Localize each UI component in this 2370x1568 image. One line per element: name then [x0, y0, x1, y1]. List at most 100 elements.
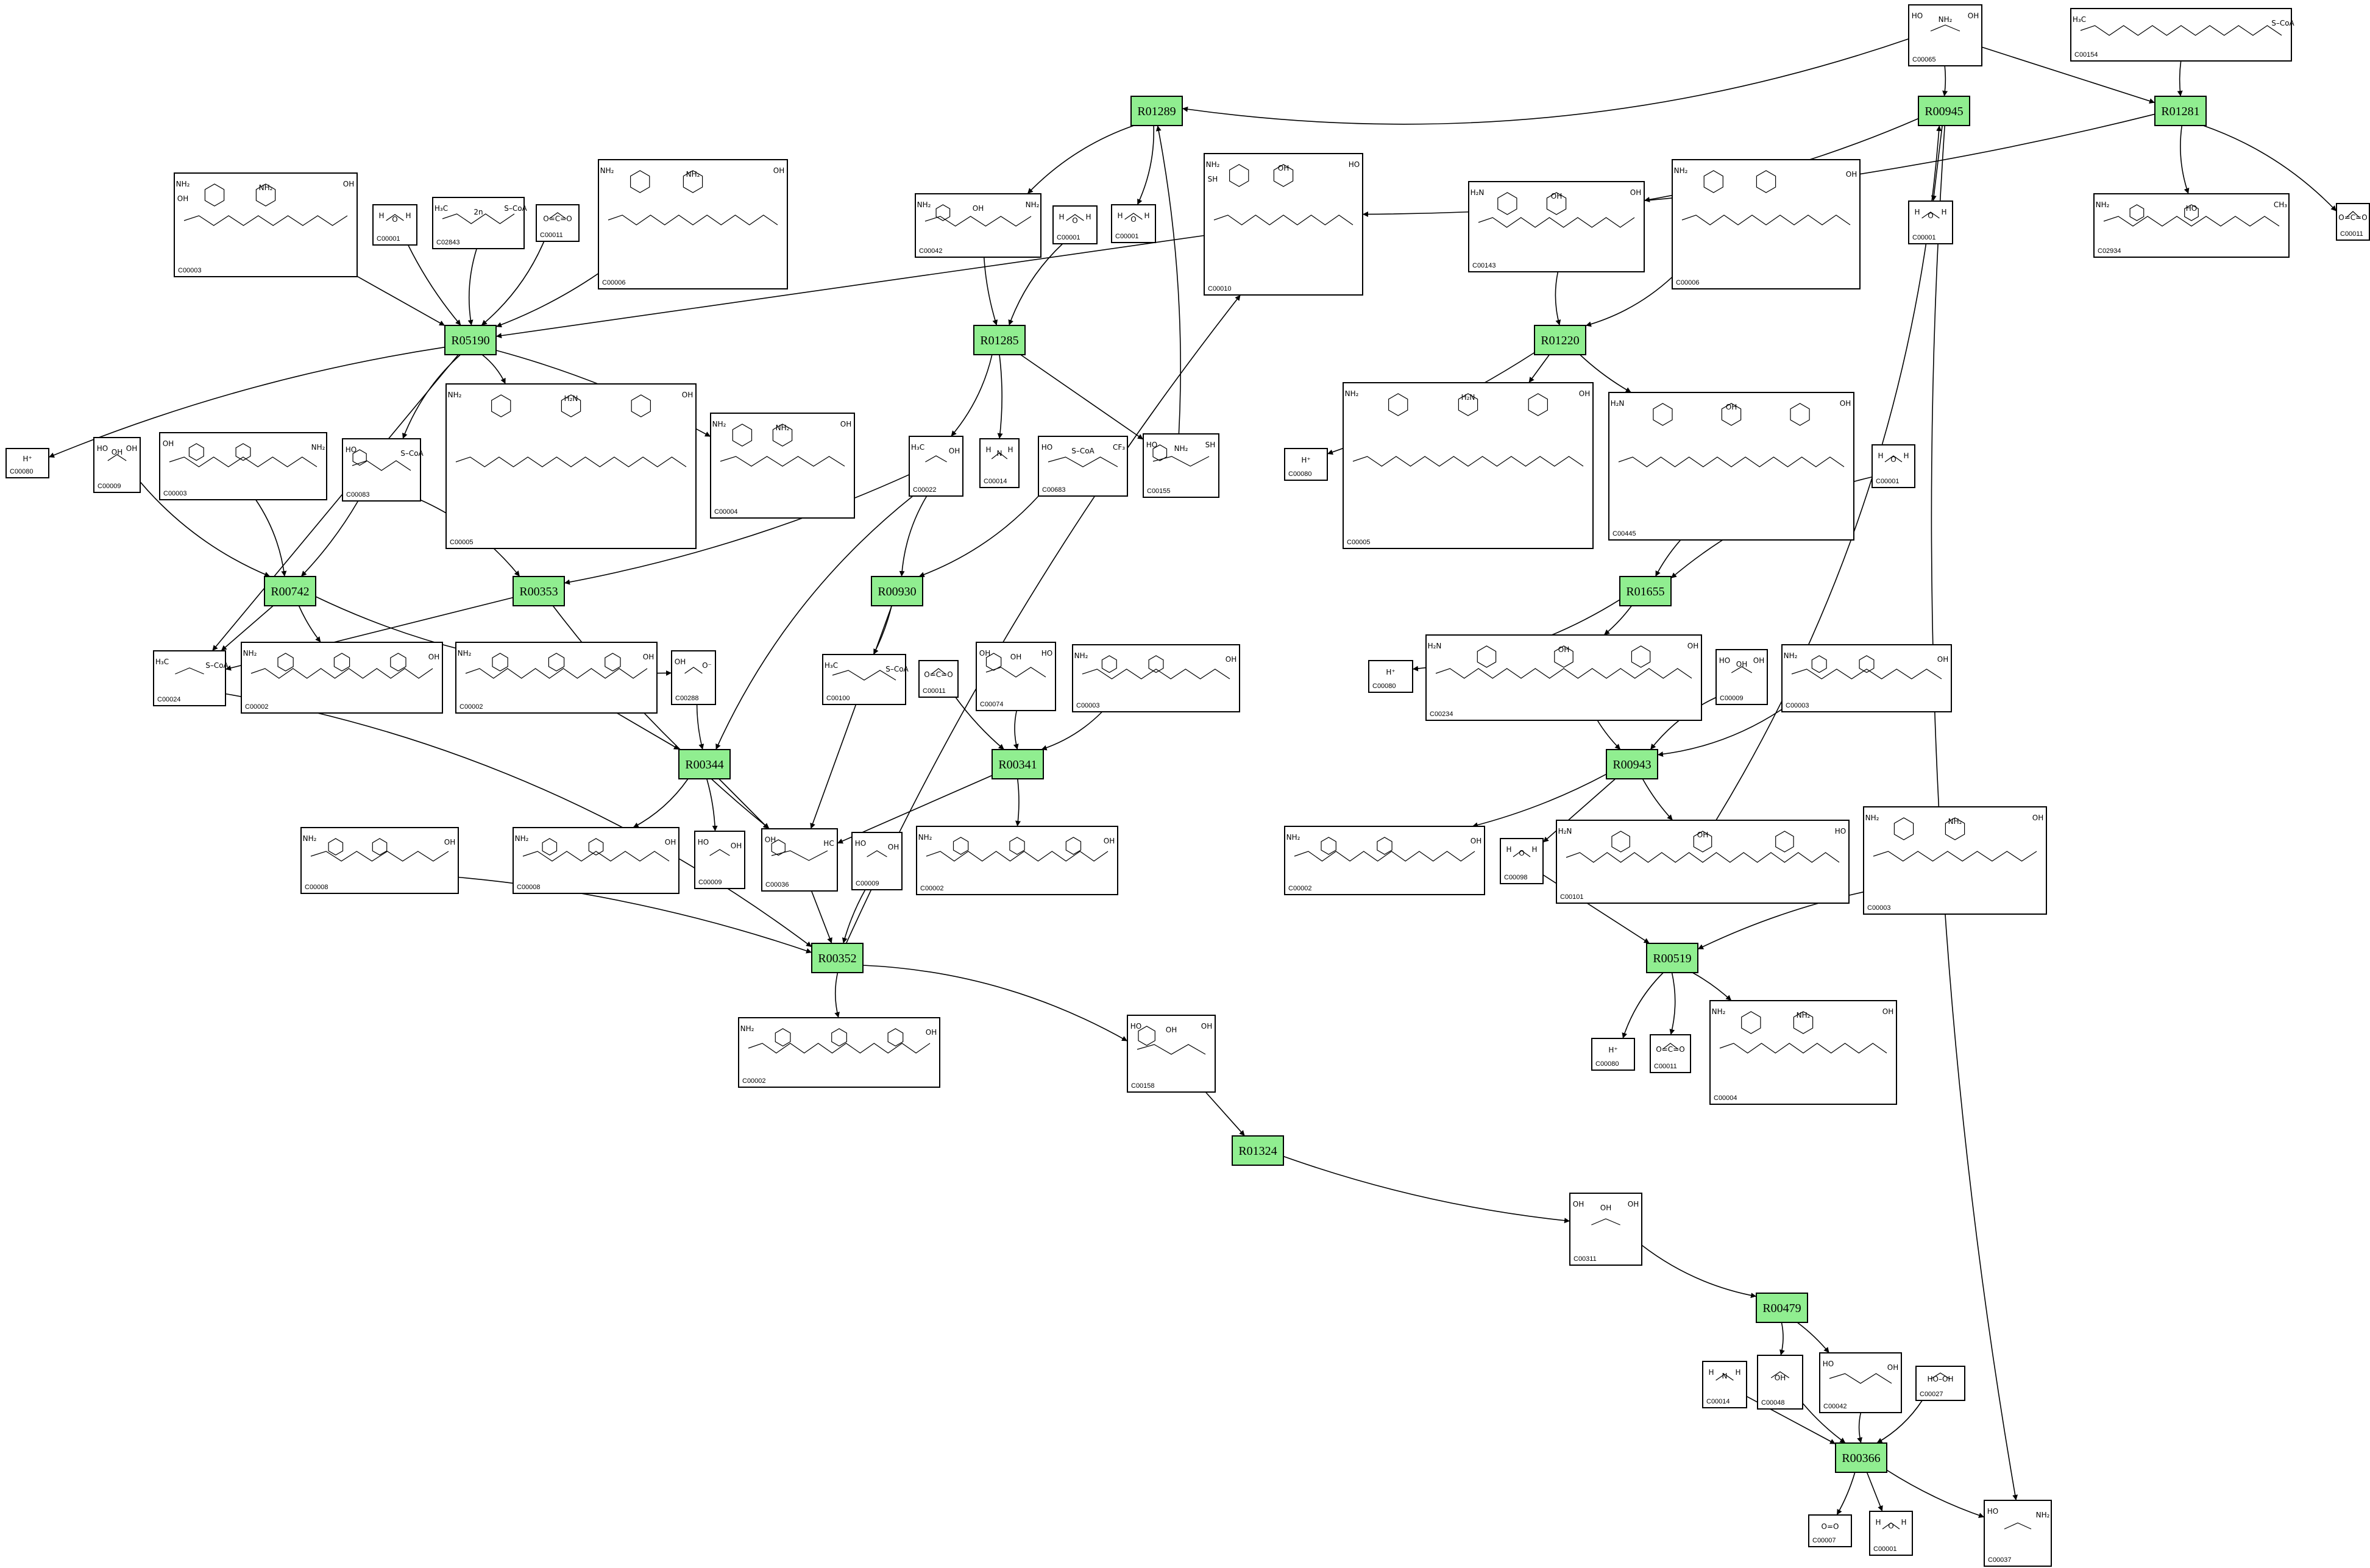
- compound-box[interactable]: [1284, 448, 1328, 481]
- reaction-box[interactable]: [1918, 96, 1970, 126]
- compound-box[interactable]: [455, 642, 658, 714]
- compound-node[interactable]: H⁺C00080: [1284, 448, 1328, 481]
- compound-box[interactable]: [1908, 4, 1982, 66]
- compound-box[interactable]: [916, 826, 1118, 895]
- compound-box[interactable]: [241, 642, 443, 714]
- reaction-box[interactable]: [1646, 943, 1698, 973]
- compound-node[interactable]: H⁺C00080: [1368, 660, 1413, 693]
- compound-box[interactable]: [1709, 1000, 1897, 1105]
- reaction-node[interactable]: R00479: [1756, 1293, 1808, 1323]
- compound-box[interactable]: [1672, 159, 1861, 289]
- compound-box[interactable]: [1908, 200, 1953, 244]
- compound-box[interactable]: [372, 204, 417, 246]
- reaction-node[interactable]: R00344: [678, 749, 731, 779]
- compound-box[interactable]: [342, 438, 421, 502]
- compound-box[interactable]: [1556, 820, 1850, 904]
- compound-box[interactable]: [671, 650, 716, 705]
- reaction-node[interactable]: R00930: [871, 576, 923, 606]
- reaction-box[interactable]: [1130, 96, 1183, 126]
- compound-box[interactable]: [1715, 649, 1768, 705]
- compound-box[interactable]: [979, 438, 1020, 488]
- reaction-box[interactable]: [1232, 1135, 1284, 1166]
- reaction-box[interactable]: [1534, 325, 1586, 355]
- compound-box[interactable]: [1500, 838, 1544, 884]
- compound-box[interactable]: [822, 654, 906, 705]
- reaction-box[interactable]: [1619, 576, 1672, 606]
- compound-box[interactable]: [1608, 392, 1854, 541]
- compound-box[interactable]: [915, 193, 1041, 258]
- reaction-node[interactable]: R00945: [1918, 96, 1970, 126]
- compound-box[interactable]: [1052, 205, 1098, 244]
- reaction-node[interactable]: R01281: [2154, 96, 2207, 126]
- compound-box[interactable]: [1757, 1355, 1803, 1410]
- reaction-node[interactable]: R01285: [973, 325, 1026, 355]
- compound-box[interactable]: [1343, 382, 1594, 549]
- compound-box[interactable]: [1204, 153, 1363, 296]
- reaction-box[interactable]: [2154, 96, 2207, 126]
- compound-box[interactable]: [1425, 634, 1702, 721]
- compound-box[interactable]: [1038, 436, 1128, 497]
- reaction-node[interactable]: R01289: [1130, 96, 1183, 126]
- compound-box[interactable]: [1915, 1366, 1965, 1401]
- compound-box[interactable]: [445, 383, 697, 549]
- compound-box[interactable]: [851, 832, 903, 890]
- reaction-box[interactable]: [444, 325, 497, 355]
- reaction-node[interactable]: R00519: [1646, 943, 1698, 973]
- compound-box[interactable]: [153, 650, 226, 706]
- compound-box[interactable]: [1143, 433, 1219, 498]
- compound-box[interactable]: [1702, 1361, 1747, 1408]
- reaction-box[interactable]: [1606, 749, 1658, 779]
- reaction-box[interactable]: [513, 576, 565, 606]
- compound-box[interactable]: [1569, 1193, 1642, 1266]
- reaction-box[interactable]: [264, 576, 316, 606]
- reaction-box[interactable]: [678, 749, 731, 779]
- compound-box[interactable]: [1984, 1500, 2052, 1567]
- reaction-node[interactable]: R00352: [811, 943, 864, 973]
- compound-box[interactable]: [536, 204, 580, 242]
- reaction-box[interactable]: [811, 943, 864, 973]
- reaction-box[interactable]: [871, 576, 923, 606]
- compound-box[interactable]: [2093, 193, 2290, 258]
- compound-box[interactable]: [1127, 1015, 1216, 1093]
- compound-box[interactable]: [976, 642, 1056, 711]
- compound-box[interactable]: [432, 197, 525, 249]
- reaction-node[interactable]: R00341: [992, 749, 1044, 779]
- reaction-node[interactable]: R00943: [1606, 749, 1658, 779]
- compound-box[interactable]: [1650, 1034, 1691, 1073]
